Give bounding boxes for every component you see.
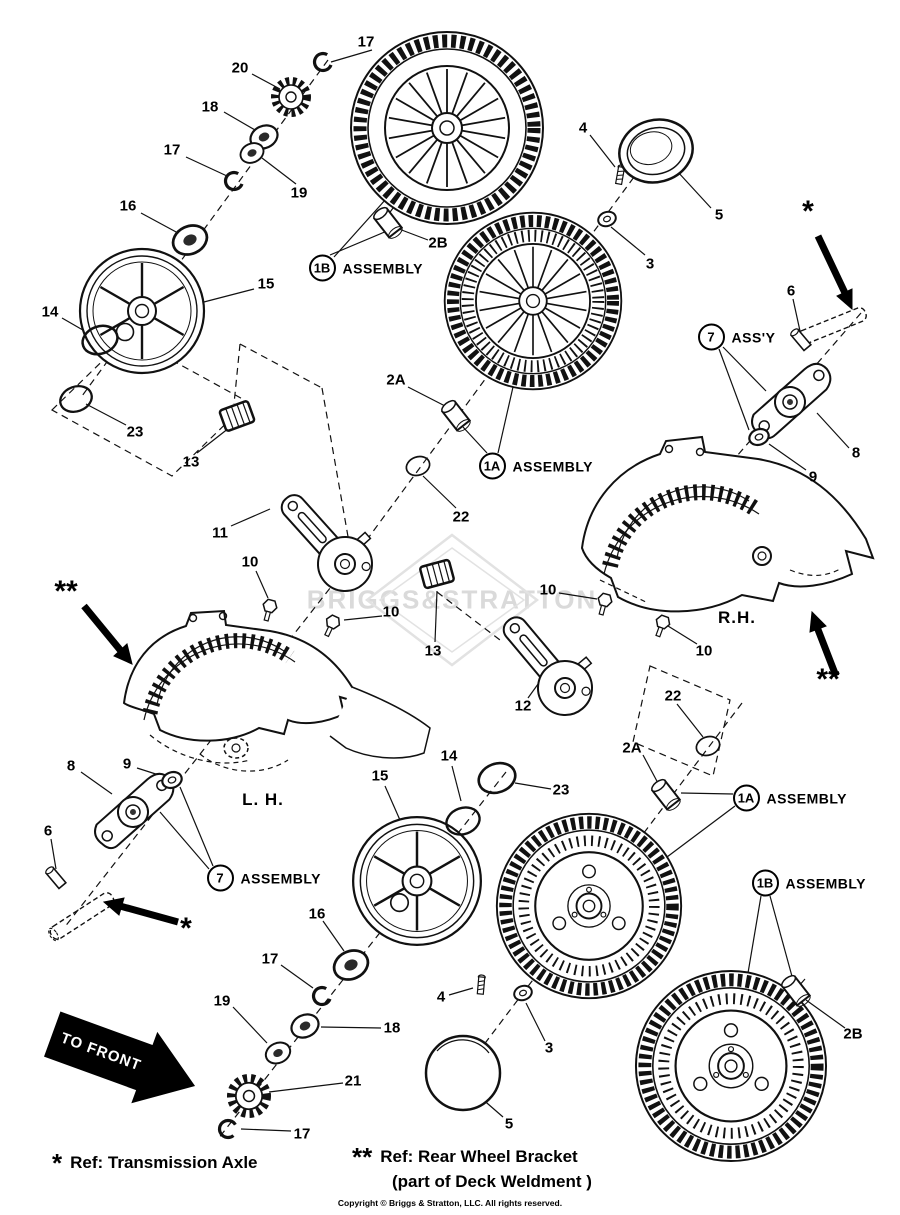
watermark-diamond (364, 533, 540, 667)
e-ring-17-top1 (310, 50, 334, 75)
footnote2-text: Ref: Rear Wheel Bracket (380, 1147, 578, 1166)
ring-23-top (55, 380, 97, 418)
e-ring-17-bottom1 (309, 984, 333, 1009)
ring-23-bottom (473, 756, 521, 800)
pin-4-bottom (476, 974, 487, 995)
wheel-1a-bottom (497, 814, 681, 998)
transmission-axle-left (46, 889, 117, 943)
gear-20 (275, 81, 307, 113)
gear-21 (231, 1078, 266, 1113)
ring-22-top (402, 452, 434, 480)
wheel-1b-top (351, 32, 543, 224)
ring-22-bottom (692, 732, 724, 760)
washer-3-bottom (511, 982, 535, 1004)
spacer-2a-bottom (648, 776, 684, 814)
washer-18-bottom (286, 1009, 324, 1043)
wheel-1a-top (445, 213, 622, 390)
rh-bracket-deck-weldment (580, 435, 875, 613)
washer-19-bottom (261, 1037, 295, 1069)
lever-grip-13-top (217, 399, 257, 433)
footnote1-star: * (52, 1148, 63, 1178)
bolt-10-b (319, 612, 343, 640)
washer-16-bottom (327, 943, 375, 987)
bolt-10-a (258, 597, 280, 624)
footnote1-text: Ref: Transmission Axle (70, 1153, 258, 1172)
height-adjust-lever-12 (486, 596, 611, 728)
hub-cap-5-top (610, 110, 702, 192)
lever-grip-13-bottom (418, 558, 456, 590)
pulley-15-bottom (351, 815, 483, 947)
footnote-transmission-axle: * Ref: Transmission Axle (52, 1150, 258, 1176)
to-front-arrow (44, 1011, 196, 1104)
e-ring-17-bottom2 (216, 1117, 238, 1141)
washer-3-top (595, 208, 619, 230)
footnote-rear-wheel-bracket: ** Ref: Rear Wheel Bracket (352, 1144, 578, 1170)
washer-16-top (166, 218, 214, 262)
pin-6-right (788, 326, 812, 352)
reference-arrows (81, 234, 853, 926)
hub-cap-5-bottom (424, 1034, 502, 1112)
copyright-line: Copyright © Briggs & Stratton, LLC. All … (337, 1198, 563, 1208)
footnote2-star: ** (352, 1142, 373, 1172)
e-ring-17-top2 (221, 169, 245, 194)
bolt-10-c (593, 591, 615, 618)
pin-6-left (43, 864, 67, 890)
footnote2-text-line2: (part of Deck Weldment ) (392, 1172, 592, 1191)
height-adjust-lever-11 (265, 473, 391, 604)
lh-bracket-deck-weldment (122, 609, 431, 772)
